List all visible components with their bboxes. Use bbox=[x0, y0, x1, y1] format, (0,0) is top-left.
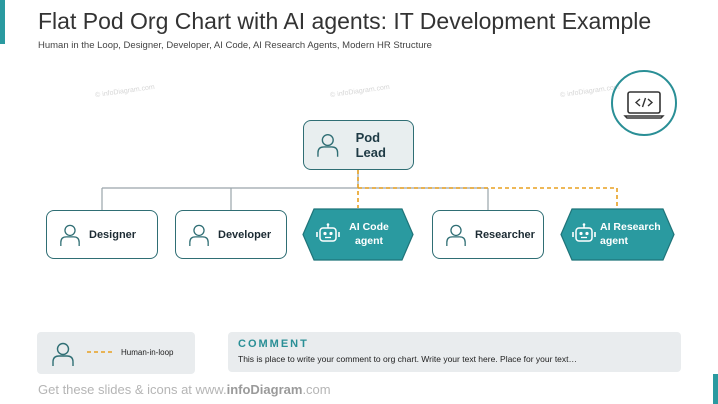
page-subtitle: Human in the Loop, Designer, Developer, … bbox=[38, 40, 432, 51]
person-icon bbox=[52, 342, 74, 366]
researcher-node: Researcher bbox=[432, 210, 544, 259]
researcher-label: Researcher bbox=[475, 228, 535, 241]
footer: Get these slides & icons at www.infoDiag… bbox=[38, 382, 331, 397]
right-accent-bar bbox=[713, 374, 718, 404]
legend-label: Human-in-loop bbox=[121, 348, 174, 357]
legend bbox=[37, 332, 195, 374]
comment-text: This is place to write your comment to o… bbox=[238, 354, 578, 364]
page-title: Flat Pod Org Chart with AI agents: IT De… bbox=[38, 8, 652, 34]
designer-node: Designer bbox=[46, 210, 158, 259]
dashed-line-icon bbox=[87, 351, 115, 353]
person-icon bbox=[60, 224, 80, 246]
pod-lead-label: Pod Lead bbox=[355, 130, 386, 160]
comment-box bbox=[228, 332, 681, 372]
developer-node: Developer bbox=[175, 210, 287, 259]
comment-title: COMMENT bbox=[238, 338, 309, 350]
laptop-code-icon bbox=[611, 70, 677, 136]
left-accent-bar bbox=[0, 0, 5, 44]
designer-label: Designer bbox=[89, 228, 137, 241]
person-icon bbox=[317, 134, 339, 157]
robot-icon bbox=[316, 223, 340, 242]
pod-lead-node: Pod Lead bbox=[303, 120, 414, 170]
developer-label: Developer bbox=[218, 228, 272, 241]
person-icon bbox=[189, 224, 209, 246]
person-icon bbox=[446, 224, 466, 246]
robot-icon bbox=[572, 223, 596, 242]
